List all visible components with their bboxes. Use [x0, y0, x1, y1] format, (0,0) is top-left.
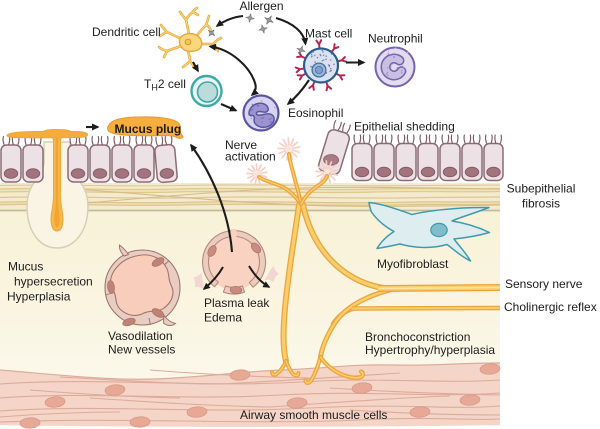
svg-text:Epithelial shedding: Epithelial shedding: [354, 120, 455, 134]
svg-text:fibrosis: fibrosis: [522, 197, 560, 211]
svg-text:Hypertrophy/hyperplasia: Hypertrophy/hyperplasia: [365, 343, 495, 357]
svg-text:Allergen: Allergen: [240, 0, 284, 13]
svg-text:Sensory nerve: Sensory nerve: [505, 277, 583, 291]
svg-text:Edema: Edema: [204, 311, 242, 325]
svg-text:New vessels: New vessels: [108, 343, 175, 357]
svg-text:Subepithelial: Subepithelial: [507, 182, 576, 196]
svg-text:Airway smooth muscle cells: Airway smooth muscle cells: [240, 408, 387, 422]
svg-text:Plasma leak: Plasma leak: [204, 296, 270, 310]
svg-text:Mucus plug: Mucus plug: [115, 122, 182, 136]
svg-text:Cholinergic reflex: Cholinergic reflex: [504, 300, 597, 314]
svg-text:Mast cell: Mast cell: [305, 27, 352, 41]
svg-text:Hyperplasia: Hyperplasia: [7, 290, 71, 304]
svg-text:Bronchoconstriction: Bronchoconstriction: [365, 330, 470, 344]
svg-text:Nerve: Nerve: [225, 138, 257, 152]
svg-text:hypersecretion: hypersecretion: [14, 275, 93, 289]
svg-text:Dendritic cell: Dendritic cell: [92, 25, 161, 39]
svg-text:Vasodilation: Vasodilation: [108, 329, 173, 343]
svg-text:Neutrophil: Neutrophil: [368, 31, 423, 45]
svg-text:Mucus: Mucus: [8, 260, 43, 274]
svg-text:TH2 cell: TH2 cell: [144, 77, 186, 93]
svg-text:activation: activation: [225, 150, 276, 164]
svg-text:Myofibroblast: Myofibroblast: [377, 257, 449, 271]
svg-text:Eosinophil: Eosinophil: [288, 106, 343, 120]
